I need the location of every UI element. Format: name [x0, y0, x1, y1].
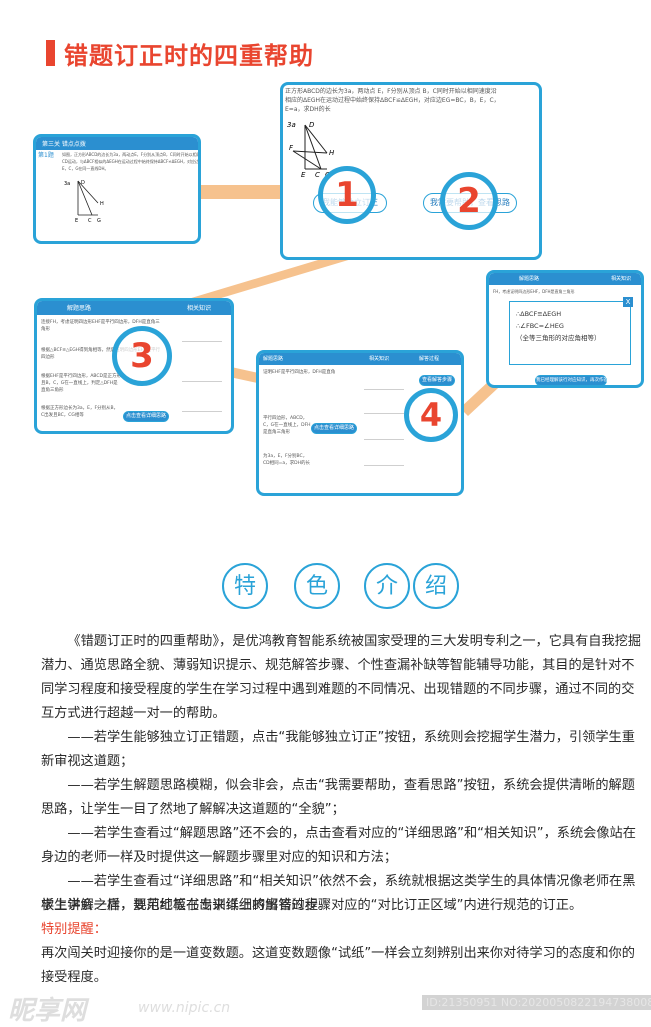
problem-line-2: 相应的ΔEGH在运动过程中始终保持ΔBCF≌ΔEGH，对应边EG=BC，B，E，…: [285, 97, 500, 104]
small-fig-g: G: [97, 218, 101, 223]
intro-paragraph-3: ——若学生解题思路模糊，似会非会，点击“我需要帮助，查看思路”按钮，系统会提供清…: [41, 778, 635, 817]
small-fig-c: C: [88, 218, 92, 223]
understood-retry-button[interactable]: 我已经理解该行对应知识，再次作答: [535, 375, 608, 385]
popup-line-3: （全等三角形的对应角相等）: [516, 334, 601, 342]
feature-title-char-4: 绍: [413, 563, 459, 609]
small-fig-e: E: [75, 218, 78, 223]
small-line-3: E，C，G在同一直线DH。: [62, 166, 109, 171]
feature-title-char-1: 特: [222, 563, 268, 609]
badge-3: 3: [112, 326, 172, 386]
small-fig-d: D: [81, 180, 85, 186]
watermark-url: www.nipic.cn: [138, 1000, 231, 1016]
popup-line-1: ∴ΔBCF≌ΔEGH: [516, 310, 562, 318]
special-note-title: 特别提醒：: [41, 922, 107, 937]
arrow-left: [172, 175, 290, 209]
problem-line-3: E=a，求DH的长: [285, 106, 331, 113]
fig-label-d: D: [309, 121, 315, 129]
screen4-row-1: 证明EHF是平行四边形，DFH是直角: [263, 370, 336, 375]
screen3-detail-button[interactable]: 点击查看详细思路: [123, 411, 169, 422]
feature-title-char-3: 介: [364, 563, 410, 609]
screen4-col3: 解答过程: [419, 356, 440, 362]
fig-label-h: H: [329, 149, 335, 157]
special-note-body: 再次闯关时迎接你的是一道变数题。这道变数题像“试纸”一样会立刻辨别出来你对待学习…: [41, 946, 635, 985]
intro-paragraph-2: ——若学生能够独立订正错题，点击“我能够独立订正”按钮，系统则会挖掘学生潜力，引…: [41, 730, 635, 769]
geometry-figure: 3a D F H E C G: [287, 121, 335, 179]
knowledge-popup: ∴ΔBCF≌ΔEGH ∴∠FBC=∠HEG （全等三角形的对应角相等）: [509, 301, 631, 365]
fig-label-f: F: [289, 144, 294, 152]
screen4-row-3: 为3a，E，F分别BC，CD相同=a，求DH的长: [263, 454, 310, 466]
screen4-steps-button[interactable]: 查看解答步骤: [419, 375, 455, 386]
popup-line-2: ∴∠FBC=∠HEG: [516, 322, 564, 330]
fig-label-3a: 3a: [287, 121, 296, 129]
screen4-detail-button[interactable]: 点击查看详细思路: [311, 423, 357, 434]
intro-paragraph-1: 《错题订正时的四重帮助》，是优鸿教育智能系统被国家受理的三大发明专利之一，它具有…: [41, 634, 642, 721]
screen-small-header: 第三关 错点点拨: [36, 137, 198, 150]
screen-independent: 第三关 错点点拨 第1题 如图，正方形ABCD的边长为3a，两动点E，F分别从顶…: [33, 134, 201, 244]
small-fig-h: H: [100, 201, 104, 207]
badge-2: 2: [440, 172, 498, 230]
small-fig-3a: 3a: [64, 181, 70, 187]
popup-close-button[interactable]: X: [623, 297, 633, 307]
screen3-row-1: 连接FH，考虑证明四边形EHF是平行四边形，DFH是直角三角形: [41, 320, 160, 332]
screen3-col2: 相关知识: [187, 305, 212, 312]
screen-main: 正方形ABCD的边长为3a，两动点 E，F分别从顶点 B，C同时开始以相同速度沿…: [280, 82, 542, 260]
screen4-row-2: 平行四边形，ABCD，C，G在一直线上，DFH是直角三角形: [263, 416, 311, 435]
question-tag: 第1题: [38, 152, 54, 159]
badge-4: 4: [404, 388, 458, 442]
watermark-logo: 昵享网: [8, 996, 87, 1026]
screen4-col1: 解题思路: [263, 356, 284, 362]
intro-paragraph-5: ——若学生查看过“详细思路”和“相关知识”依然不会，系统就根据这类学生的具体情况…: [41, 874, 636, 913]
watermark-id: ID:21350951 NO:20200508221947380084: [422, 995, 651, 1010]
screen3-row-2: 根据△BCF≌△EGH得到角相等，然后证明四边形EHF是平行四边形: [41, 348, 160, 360]
page-title: 错题订正时的四重帮助: [64, 42, 314, 70]
screen-solution: 解题思路 相关知识 FH，考虑证明四边形EHF，DFH是直角三角形 ∴ΔBCF≌…: [486, 270, 644, 388]
fig-label-e: E: [301, 171, 306, 179]
screen3-col1: 解题思路: [67, 305, 92, 312]
screen5-line: FH，考虑证明四边形EHF，DFH是直角三角形: [493, 289, 575, 294]
feature-title-char-2: 色: [294, 563, 340, 609]
problem-line-1: 正方形ABCD的边长为3a，两动点 E，F分别从顶点 B，C同时开始以相同速度沿: [285, 88, 497, 95]
screen3-row-4: 根据正方形边长为3a，E，F分别从B，C出发且BC，CG相等: [41, 406, 119, 418]
intro-paragraph-4: ——若学生查看过“解题思路”还不会的，点击查看对应的“详细思路”和“相关知识”，…: [41, 826, 636, 865]
screen5-col2: 相关知识: [611, 276, 632, 282]
small-line-1: 如图，正方形ABCD的边长为3a，两动点E，F分别从顶点B，C同时开始以相同速度: [62, 152, 200, 157]
intro-paragraph-6: 学生学会之后，要用红笔在专训纸上将出错的步骤对应的“对比订正区域”内进行规范的订…: [41, 898, 583, 913]
small-geometry-figure: 3a D H E C G: [64, 180, 104, 223]
heading-accent-bar: [46, 40, 55, 66]
screen5-col1: 解题思路: [519, 276, 540, 282]
badge-1: 1: [318, 166, 376, 224]
screen3-row-3: 根据EHF是平行四边形，ABCD是正方形且B，C，G在一直线上，判定△DFH是直…: [41, 374, 122, 393]
screen4-col2: 相关知识: [369, 356, 390, 362]
screen-thinking: 解题思路 相关知识 连接FH，考虑证明四边形EHF是平行四边形，DFH是直角三角…: [34, 298, 234, 434]
fig-label-c: C: [315, 171, 320, 179]
small-line-2: CD运动，与ΔBCF相似的ΔEGH在运动过程中始终保持ΔBCF≌ΔEGH，对应边…: [62, 159, 199, 164]
